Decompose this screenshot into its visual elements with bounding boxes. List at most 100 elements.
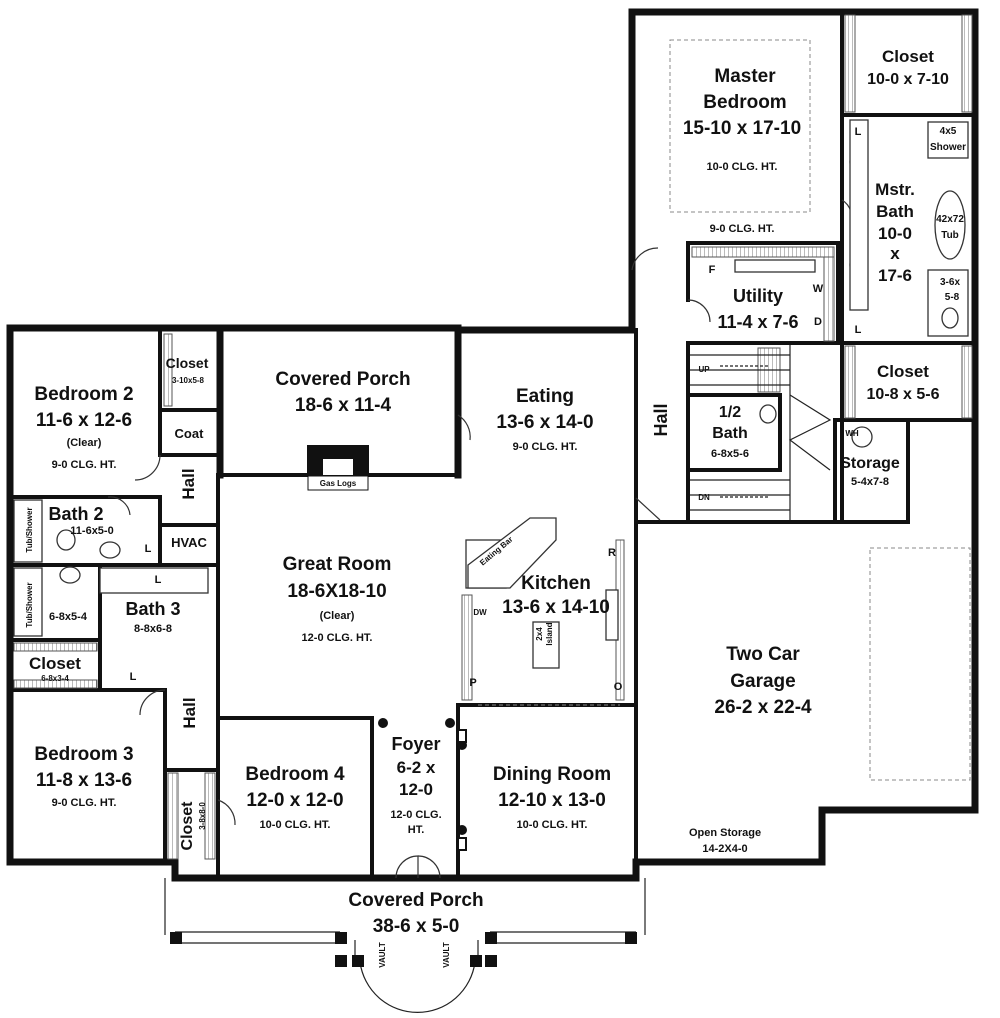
island-label2: Island [545,622,554,645]
foyer-dims1: 6-2 x [397,758,436,777]
vault-label-left: VAULT [378,942,387,968]
vault-label-right: VAULT [442,942,451,968]
master-bedroom-name2: Bedroom [703,92,786,113]
closet-master-dims: 10-0 x 7-10 [867,71,949,88]
fixture-water-heater: WH [845,429,859,438]
half-bath-name1: 1/2 [719,404,741,421]
bedroom4-dims: 12-0 x 12-0 [246,790,343,811]
bath3-name: Bath 3 [125,599,180,619]
dining-room-ceiling: 10-0 CLG. HT. [517,819,588,831]
fixture-l-bath2: L [145,543,152,555]
foyer-ceiling1: 12-0 CLG. [390,809,441,821]
bath3-dims: 8-8x6-8 [134,623,172,635]
kitchen-name: Kitchen [521,573,591,594]
fixture-washer: W [813,283,824,295]
utility-name: Utility [733,286,783,306]
stairs-down-label: DN [698,493,710,502]
fixture-refrigerator: R [608,547,616,559]
bedroom2-ceiling: 9-0 CLG. HT. [52,459,117,471]
wc-master-label1: 3-6x [940,277,960,288]
half-bath-dims: 6-8x5-6 [711,448,749,460]
garage-name2: Garage [730,671,795,692]
shower-label2: Shower [930,142,966,153]
great-room-name: Great Room [283,554,392,575]
fixture-l-bath3b: L [130,671,137,683]
closet-master-name: Closet [882,47,934,66]
fixture-l-bath3: L [155,574,162,586]
bath3-wc-dims: 6-8x5-4 [49,611,88,623]
open-storage-name: Open Storage [689,827,761,839]
fixture-l-mbath1: L [855,126,862,138]
fixtures [13,119,969,967]
mstr-bath-dims2: 17-6 [878,266,912,285]
bedroom2-name: Bedroom 2 [34,384,133,405]
garage-name1: Two Car [726,644,800,665]
master-bedroom-dims: 15-10 x 17-10 [683,118,801,139]
gas-logs-label: Gas Logs [320,479,357,488]
foyer-dims2: 12-0 [399,780,433,799]
bedroom3-dims: 11-8 x 13-6 [36,770,132,791]
fixture-oven: O [614,681,623,693]
stairs-up-label: UP [698,365,710,374]
closet-68-dims: 6-8x3-4 [41,674,69,683]
tub-label1: 42x72 [936,214,964,225]
utility-dims: 11-4 x 7-6 [717,312,798,332]
tub-label2: Tub [941,230,959,241]
hatching [13,14,973,860]
hall-left2-name: Hall [180,697,199,728]
fixture-freezer: F [709,264,716,276]
covered-porch-rear-dims: 18-6 x 11-4 [295,395,392,416]
covered-porch-front-dims: 38-6 x 5-0 [373,916,460,937]
closet-68-name: Closet [29,654,81,673]
great-room-note: (Clear) [320,610,355,622]
dining-room-name: Dining Room [493,764,611,785]
foyer-ceiling2: HT. [408,824,425,836]
open-storage-dims: 14-2X4-0 [702,843,747,855]
interior-walls [8,10,977,880]
eating-ceiling: 9-0 CLG. HT. [513,441,578,453]
coat-label: Coat [175,426,205,441]
tub-shower-2-label: Tub/Shower [25,582,34,627]
exterior-walls [6,8,979,882]
closet-hall-name: Closet [877,362,929,381]
mstr-bath-dims1: 10-0 [878,224,912,243]
tub-shower-1-label: Tub/Shower [25,507,34,552]
fixture-l-mbath2: L [855,324,862,336]
garage-dims: 26-2 x 22-4 [714,697,812,718]
bedroom2-dims: 11-6 x 12-6 [36,410,132,431]
hvac-label: HVAC [171,535,207,550]
eating-name: Eating [516,386,574,407]
covered-porch-front-name: Covered Porch [348,890,483,911]
mstr-bath-x: x [890,244,900,263]
bedroom3-ceiling: 9-0 CLG. HT. [52,797,117,809]
dining-room-dims: 12-10 x 13-0 [498,790,606,811]
storage-dims: 5-4x7-8 [851,476,889,488]
fixture-dryer: D [814,316,822,328]
bedroom2-note: (Clear) [67,437,102,449]
fixture-labels: L L W D F R O P DW WH UP DN L L L VAULT … [130,126,862,968]
bath2-dims: 11-6x5-0 [70,525,113,537]
island-label1: 2x4 [535,627,544,641]
half-bath-name2: Bath [712,425,748,442]
fixture-dishwasher: DW [473,608,487,617]
master-bedroom-ceiling: 10-0 CLG. HT. [707,161,778,173]
hall-left-name: Hall [179,468,198,499]
storage-name: Storage [840,455,900,472]
great-room-ceiling: 12-0 CLG. HT. [302,632,373,644]
bedroom3-name: Bedroom 3 [34,744,133,765]
wc-master-label2: 5-8 [945,292,960,303]
covered-porch-rear-name: Covered Porch [275,369,410,390]
room-labels: Master Bedroom 15-10 x 17-10 10-0 CLG. H… [25,47,966,937]
master-bedroom-name1: Master [714,66,776,87]
closet-bed2-name: Closet [166,355,209,371]
bedroom4-ceiling: 10-0 CLG. HT. [260,819,331,831]
great-room-dims: 18-6X18-10 [287,581,386,602]
closet-hall-dims: 10-8 x 5-6 [867,386,940,403]
eating-dims: 13-6 x 14-0 [496,412,593,433]
bath2-name: Bath 2 [48,504,103,524]
bedroom4-name: Bedroom 4 [245,764,345,785]
details [107,39,971,1013]
mstr-bath-name1: Mstr. [875,180,915,199]
foyer-name: Foyer [391,734,440,754]
